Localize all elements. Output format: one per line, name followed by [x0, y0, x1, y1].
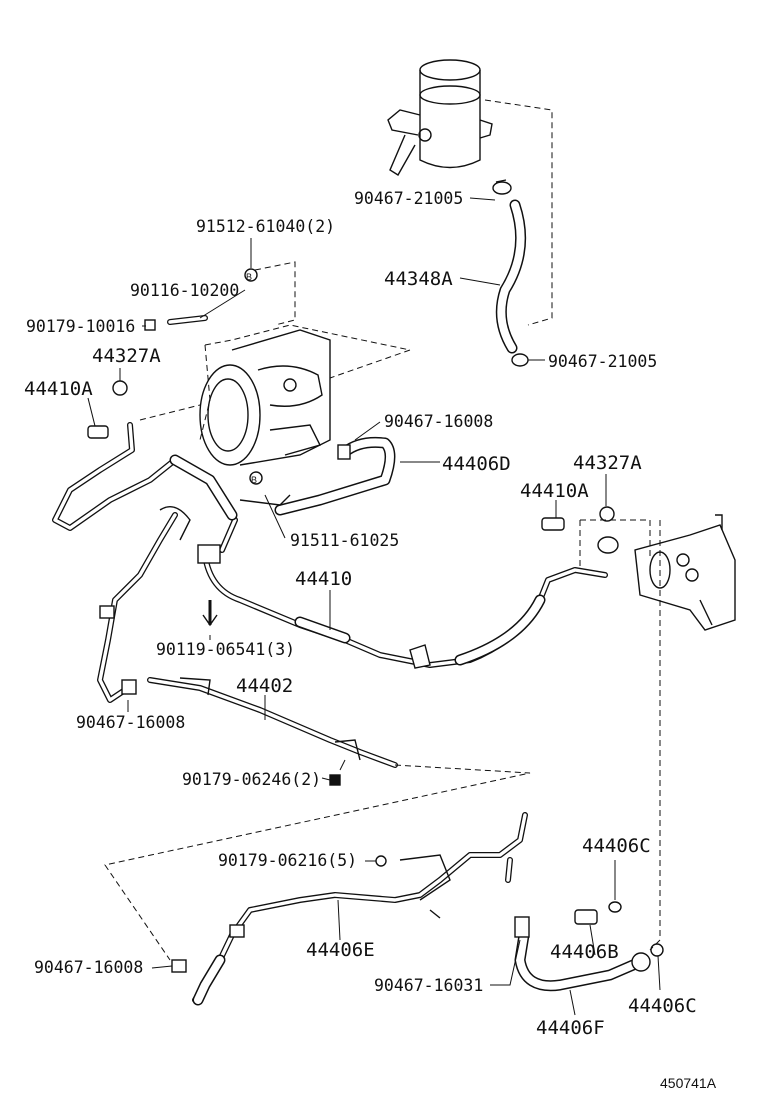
- bolt-small-part: [144, 319, 156, 331]
- label-clip-lower-left: 90467-16008: [34, 958, 143, 977]
- label-union-bolt-left: 44410A: [24, 378, 93, 400]
- gear-fitting: [597, 536, 619, 554]
- label-union-bolt-right: 44410A: [520, 480, 589, 502]
- screw-part: [202, 600, 218, 627]
- label-return-hose-d: 44406D: [442, 453, 511, 475]
- nut-tube-part: [329, 774, 341, 786]
- label-bolt-small: 90179-10016: [26, 317, 135, 336]
- label-gasket-left: 44327A: [92, 345, 161, 367]
- label-screw: 90119-06541(3): [156, 640, 295, 659]
- label-nut-tube: 90179-06246(2): [182, 770, 321, 789]
- nut-return-part: [375, 855, 387, 867]
- pump-outlet-hose: [52, 422, 238, 553]
- label-tube: 44402: [236, 675, 293, 697]
- label-clip-lower: 90467-16031: [374, 976, 483, 995]
- return-tube-e-part: [192, 812, 528, 1006]
- label-gasket-right: 44327A: [573, 452, 642, 474]
- return-hose-d-part: [274, 436, 396, 516]
- return-part-b-part: [574, 909, 598, 925]
- reservoir-hose-part: [495, 199, 527, 354]
- clamp-bottom-part: [511, 353, 529, 367]
- label-return-tube-c: 44406C: [582, 835, 651, 857]
- union-bolt-left-part: [87, 425, 109, 439]
- label-pump-bolt-lower: 91511-61025: [290, 531, 399, 550]
- label-pump-bolt-upper: 91512-61040(2): [196, 217, 335, 236]
- reservoir-tank: [387, 59, 493, 176]
- return-part-c2-part: [650, 943, 664, 957]
- label-clip-left: 90467-16008: [76, 713, 185, 732]
- svg-text:B: B: [246, 272, 252, 282]
- leader-lines: [87, 197, 661, 1016]
- gasket-left-part: [112, 380, 128, 396]
- clip-lower-left-part: [171, 959, 187, 973]
- clip-left-part: [121, 679, 137, 695]
- union-bolt-right-part: [541, 517, 565, 531]
- return-tube-c-part: [608, 901, 622, 913]
- gasket-right-part: [599, 506, 615, 522]
- label-return-part-c2: 44406C: [628, 995, 697, 1017]
- diagram-code: 450741A: [660, 1075, 717, 1091]
- clamp-top-part: [492, 179, 512, 195]
- label-nut-return: 90179-06216(5): [218, 851, 357, 870]
- label-reservoir-clamp-bottom: 90467-21005: [548, 352, 657, 371]
- pump-bolt-upper-part: B: [244, 268, 258, 282]
- label-return-hose-f: 44406F: [536, 1017, 605, 1039]
- stud-bolt-part: [167, 315, 208, 325]
- label-reservoir-clamp-top: 90467-21005: [354, 189, 463, 208]
- svg-text:B: B: [251, 475, 257, 485]
- pressure-hose-part: [197, 544, 608, 669]
- label-clip-pump: 90467-16008: [384, 412, 493, 431]
- label-reservoir-hose: 44348A: [384, 268, 453, 290]
- return-hose-f-part: [514, 916, 651, 992]
- power-steering-pump: [199, 329, 331, 466]
- label-stud-bolt: 90116-10200: [130, 281, 239, 300]
- tube-part: [147, 677, 398, 768]
- left-pressure-tube: [97, 512, 178, 703]
- label-return-part-b: 44406B: [550, 941, 619, 963]
- label-return-tube-e: 44406E: [306, 939, 375, 961]
- label-pressure-hose: 44410: [295, 568, 352, 590]
- pump-bolt-lower-part: B: [249, 471, 263, 485]
